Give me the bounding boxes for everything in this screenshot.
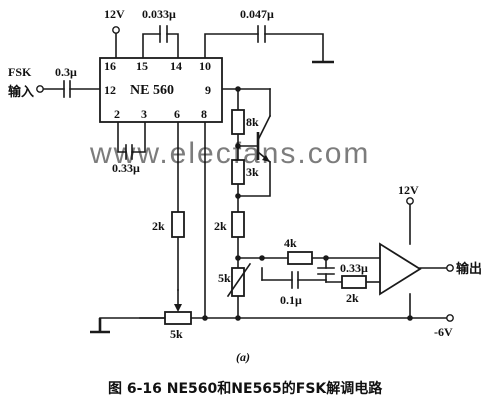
pin-16-label: 16: [104, 59, 116, 73]
opamp-12v-label: 12V: [398, 183, 419, 197]
transistor: [256, 114, 272, 164]
sub-label: (a): [236, 350, 250, 364]
output-label: 输出: [456, 261, 482, 277]
resistors: [164, 109, 367, 325]
pin-9-label: 9: [205, 83, 211, 97]
ic-name-label: NE 560: [130, 83, 174, 98]
resistor-3k-label: 3k: [246, 165, 259, 179]
wires: [43, 33, 447, 332]
terminals: [36, 26, 454, 322]
pin-6-label: 6: [174, 107, 180, 121]
cap-f2-label: 0.1μ: [280, 293, 302, 307]
ne560-chip: [99, 57, 223, 123]
resistor-5k-var-label: 5k: [218, 271, 231, 285]
input-label: 输入: [8, 84, 34, 100]
supply-12v-label: 12V: [104, 7, 125, 21]
figure-caption: 图 6-16 NE560和NE565的FSK解调电路: [108, 380, 383, 397]
op-amp: [379, 242, 422, 296]
pin-12-label: 12: [104, 83, 116, 97]
resistor-2k-a-label: 2k: [152, 219, 165, 233]
ground-symbols: [90, 60, 334, 334]
cap-03-label: 0.3μ: [55, 65, 77, 79]
pin-3-label: 3: [141, 107, 147, 121]
pin-15-label: 15: [136, 59, 148, 73]
pin-8-label: 8: [201, 107, 207, 121]
fsk-label: FSK: [8, 65, 32, 79]
cap-033-label: 0.33μ: [112, 161, 140, 175]
cap-0033-label: 0.033μ: [142, 7, 176, 21]
resistor-8k-label: 8k: [246, 115, 259, 129]
cap-0047-label: 0.047μ: [240, 7, 274, 21]
junction-dots: [202, 86, 413, 321]
capacitors: [63, 25, 335, 289]
cap-f1-label: 0.33μ: [340, 261, 368, 275]
pin-2-label: 2: [114, 107, 120, 121]
watermark-logo: www.elecfans.com: [89, 137, 370, 170]
pot-5k-label: 5k: [170, 327, 183, 341]
resistor-2k-b-label: 2k: [214, 219, 227, 233]
resistor-2k-c-label: 2k: [346, 291, 359, 305]
supply-neg-label: -6V: [434, 325, 453, 339]
pin-14-label: 14: [170, 59, 182, 73]
resistor-4k-label: 4k: [284, 236, 297, 250]
pin-10-label: 10: [199, 59, 211, 73]
